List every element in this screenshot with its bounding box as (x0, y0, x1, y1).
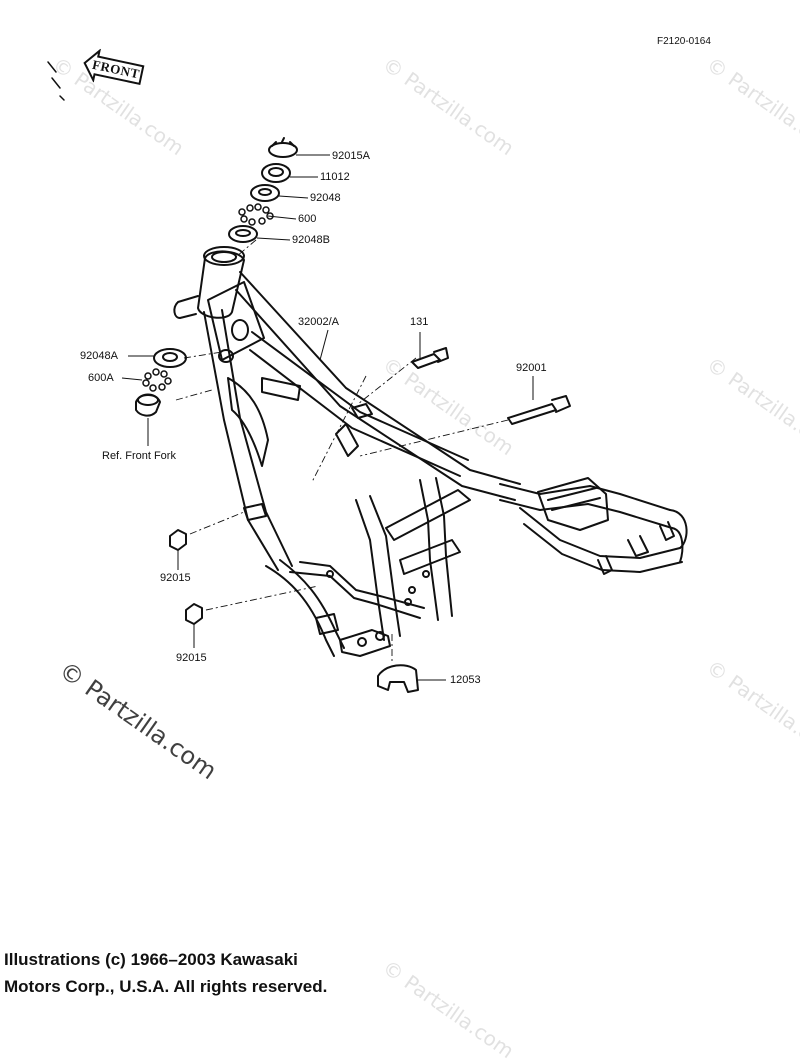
callout-600: 600 (298, 213, 317, 225)
callout-32002A: 32002/A (298, 316, 339, 328)
callout-12053: 12053 (450, 674, 481, 686)
callout-600A: 600A (88, 372, 114, 384)
callout-92048B: 92048B (292, 234, 330, 246)
callout-ref-front-fork: Ref. Front Fork (102, 450, 176, 462)
callout-92015A: 92015A (332, 150, 370, 162)
callout-92048A: 92048A (80, 350, 118, 362)
copyright-notice: Illustrations (c) 1966–2003 Kawasaki Mot… (4, 946, 564, 1000)
figure-code: F2120-0164 (657, 36, 711, 47)
callout-92015-lower: 92015 (176, 652, 207, 664)
callout-92001: 92001 (516, 362, 547, 374)
frame-diagram (47, 61, 688, 693)
front-direction-tag: FRONT (79, 46, 147, 92)
copyright-line-2: Motors Corp., U.S.A. All rights reserved… (4, 977, 328, 996)
callout-11012: 11012 (320, 171, 350, 183)
front-arrow-icon (83, 48, 145, 86)
callout-92015-upper: 92015 (160, 572, 191, 584)
copyright-line-1: Illustrations (c) 1966–2003 Kawasaki (4, 950, 298, 969)
callout-92048: 92048 (310, 192, 341, 204)
callout-131: 131 (410, 316, 429, 328)
